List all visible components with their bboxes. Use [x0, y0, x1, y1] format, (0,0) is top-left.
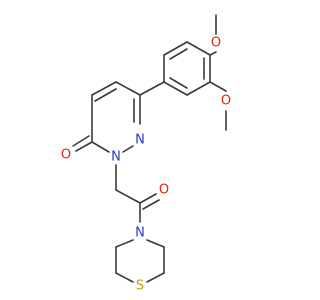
- bond-c6-o: [75, 141, 93, 152]
- bond-n2-c6: [91, 141, 110, 153]
- bond-ch2-co: [115, 189, 141, 204]
- bond-co-o: [139, 193, 157, 204]
- bond-c2-s: [115, 272, 134, 283]
- atom-n-thiomorpholine: N: [135, 226, 145, 241]
- bond-ar3-ar4: [186, 41, 211, 56]
- bond-c6-o-double: [72, 135, 90, 147]
- atom-n-ring-2: N: [111, 150, 121, 165]
- bond-c4-c5: [115, 81, 141, 96]
- atom-o-methoxy-mid: O: [221, 94, 231, 109]
- atom-s: S: [136, 279, 144, 294]
- bond-ar6-ar1: [163, 81, 188, 96]
- bond-co-o-double: [142, 199, 160, 210]
- bond-ring-aryl: [139, 81, 165, 96]
- bond-ar5-ar6: [186, 81, 211, 96]
- atom-n-ring-1: N: [135, 133, 145, 148]
- bond-n-c1: [115, 239, 134, 248]
- bond-s-c3: [146, 272, 165, 283]
- bond-ar2-ar3: [163, 41, 188, 56]
- bond-n1-n2: [122, 145, 134, 153]
- bond-ar2-ar3-inner: [169, 48, 188, 60]
- bond-c3-c4-double: [94, 88, 117, 102]
- bond-c3-c4: [91, 81, 117, 96]
- bond-ar4-o: [209, 51, 217, 56]
- atom-o-amide: O: [159, 183, 169, 198]
- atom-labels: O O O N N O N S: [61, 36, 231, 294]
- bond-c4-n: [146, 239, 165, 248]
- atom-o-carbonyl-ring: O: [61, 148, 71, 163]
- atom-o-methoxy-top: O: [211, 36, 221, 51]
- bond-ar5-o: [209, 81, 227, 92]
- bond-ar6-ar1-inner: [169, 77, 188, 89]
- bonds: [72, 14, 227, 283]
- molecule-structure: O O O N N O N S: [61, 14, 231, 294]
